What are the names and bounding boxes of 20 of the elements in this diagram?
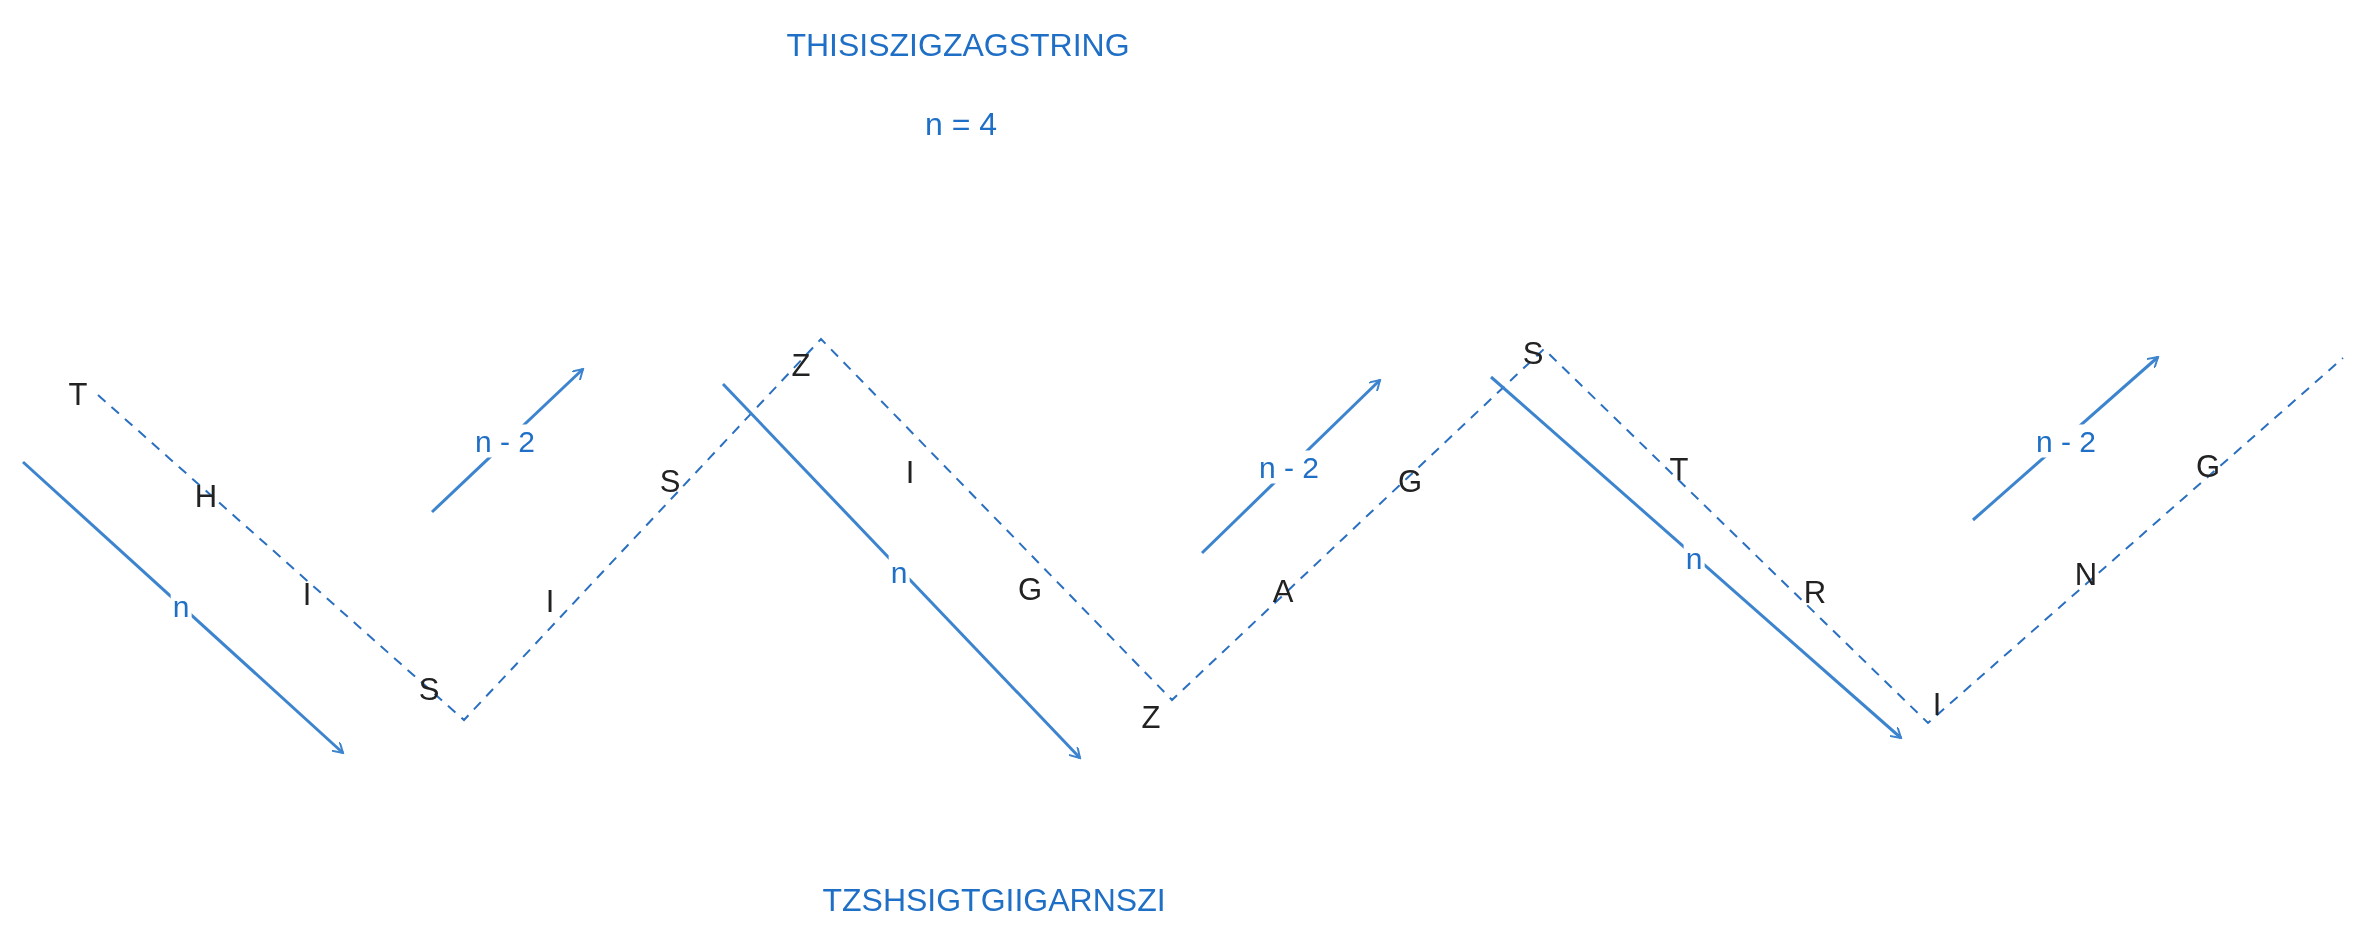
- zigzag-letter: S: [1521, 336, 1545, 372]
- parameter-label: n = 4: [923, 107, 999, 143]
- zigzag-letter: N: [2073, 557, 2099, 593]
- zigzag-letter: R: [1802, 575, 1828, 611]
- zigzag-letter: Z: [790, 348, 812, 384]
- zigzag-letter: G: [2194, 449, 2222, 485]
- zigzag-letter: T: [67, 377, 89, 413]
- zigzag-letter: I: [544, 584, 556, 620]
- result-string: TZSHSIGTGIIGARNSZI: [821, 883, 1167, 919]
- zigzag-letter: G: [1396, 464, 1424, 500]
- zigzag-letter: T: [1668, 452, 1690, 488]
- zigzag-letter: A: [1271, 574, 1295, 610]
- zigzag-letter: I: [301, 577, 313, 613]
- zigzag-letter: S: [658, 464, 682, 500]
- zigzag-letter: I: [1931, 687, 1943, 723]
- zigzag-letter: Z: [1140, 700, 1162, 736]
- zigzag-letter: H: [193, 479, 219, 515]
- input-string: THISISZIGZAGSTRING: [786, 26, 1130, 64]
- zigzag-letter: G: [1016, 572, 1044, 608]
- zigzag-letter: I: [904, 455, 916, 491]
